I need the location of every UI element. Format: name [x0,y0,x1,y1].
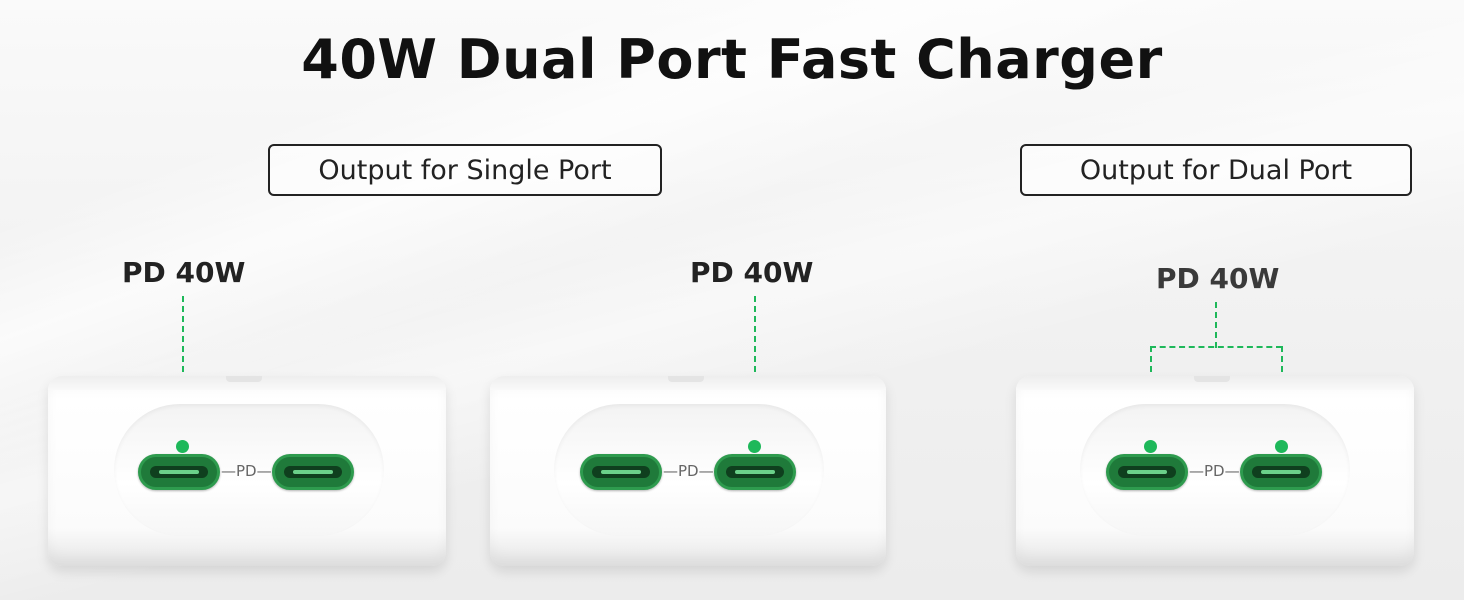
charger-1-indicator-dot [176,440,189,453]
dual-port-label: Output for Dual Port [1020,144,1412,196]
charger-3-power-label: PD 40W [1156,262,1280,295]
charger-3: —PD— [1016,376,1414,566]
charger-3-pd-marker: —PD— [1189,462,1240,480]
charger-2-port-left [580,454,662,490]
charger-2-power-label: PD 40W [690,256,814,289]
charger-3-port-left [1106,454,1188,490]
charger-2-leader-line [754,296,756,442]
charger-1-port-right [272,454,354,490]
charger-2-indicator-dot [748,440,761,453]
charger-2-pd-marker: —PD— [663,462,714,480]
charger-3-notch [1194,376,1230,382]
charger-2-port-right [714,454,796,490]
single-port-label-text: Output for Single Port [318,154,612,186]
charger-1-port-left [138,454,220,490]
charger-2: —PD— [490,376,886,566]
charger-3-indicator-dot-right [1275,440,1288,453]
charger-3-leader-stem [1215,302,1217,348]
charger-1-notch [226,376,262,382]
charger-2-top-edge [490,376,886,390]
charger-3-top-edge [1016,376,1414,390]
charger-1: —PD— [48,376,446,566]
charger-3-leader-bar [1150,346,1282,348]
page-title: 40W Dual Port Fast Charger [301,28,1163,91]
charger-2-notch [668,376,704,382]
charger-1-leader-line [182,296,184,442]
charger-1-pd-marker: —PD— [221,462,272,480]
charger-1-power-label: PD 40W [122,256,246,289]
dual-port-label-text: Output for Dual Port [1079,154,1353,186]
single-port-label: Output for Single Port [268,144,662,196]
charger-3-port-right [1240,454,1322,490]
charger-1-top-edge [48,376,446,390]
charger-3-indicator-dot-left [1144,440,1157,453]
